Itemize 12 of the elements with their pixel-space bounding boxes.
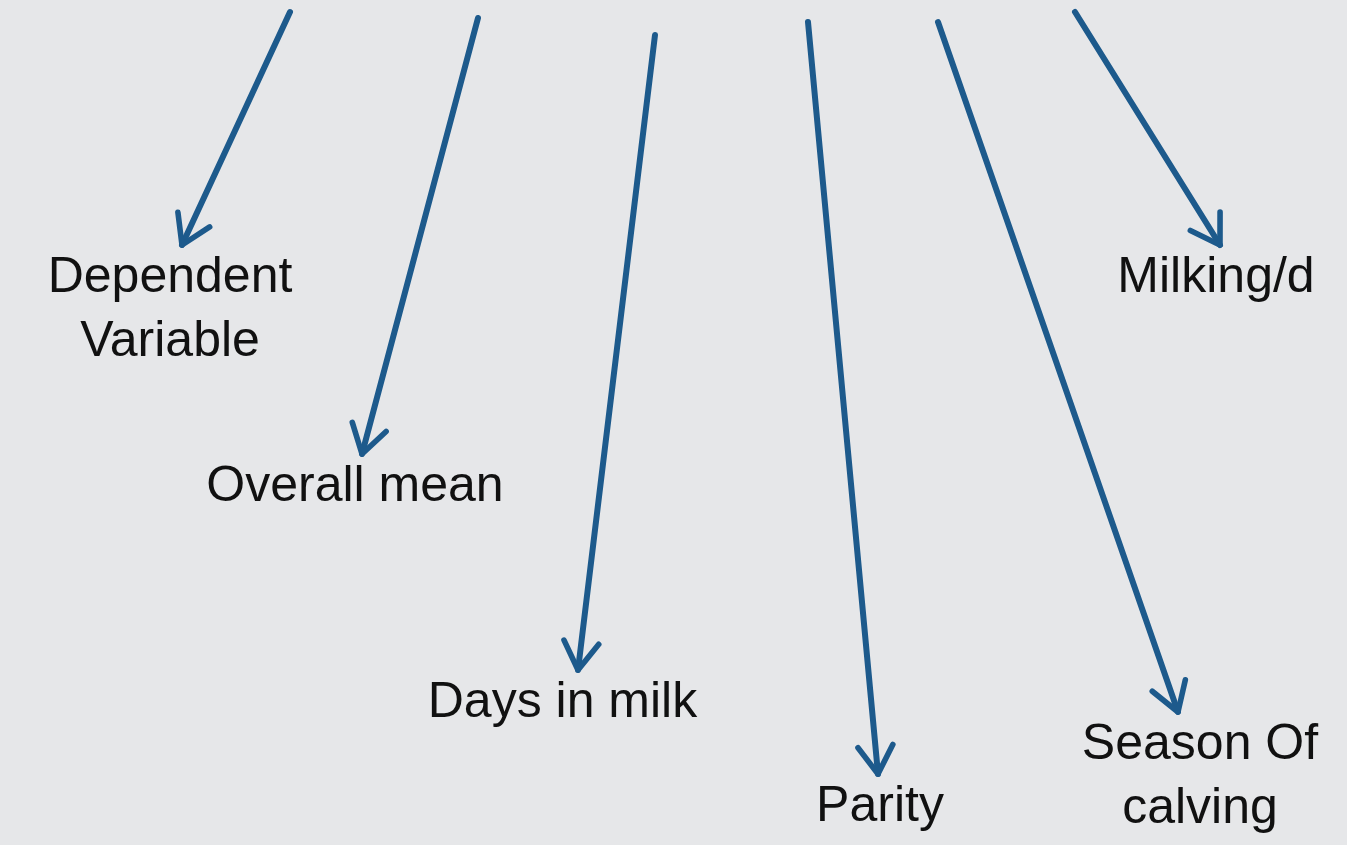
- term-label: Season Of calving: [1080, 713, 1320, 836]
- arrow: [805, 19, 896, 777]
- term-label: Dependent Variable: [46, 246, 294, 369]
- arrow: [935, 19, 1189, 715]
- arrow: [175, 9, 293, 248]
- term-label: Parity: [816, 775, 944, 834]
- arrow: [349, 15, 481, 457]
- term-label: Overall mean: [206, 455, 504, 514]
- arrow: [561, 32, 658, 673]
- term-label: Milking/d: [1117, 246, 1315, 305]
- term-label: Days in milk: [427, 671, 698, 730]
- arrow: [1072, 9, 1223, 248]
